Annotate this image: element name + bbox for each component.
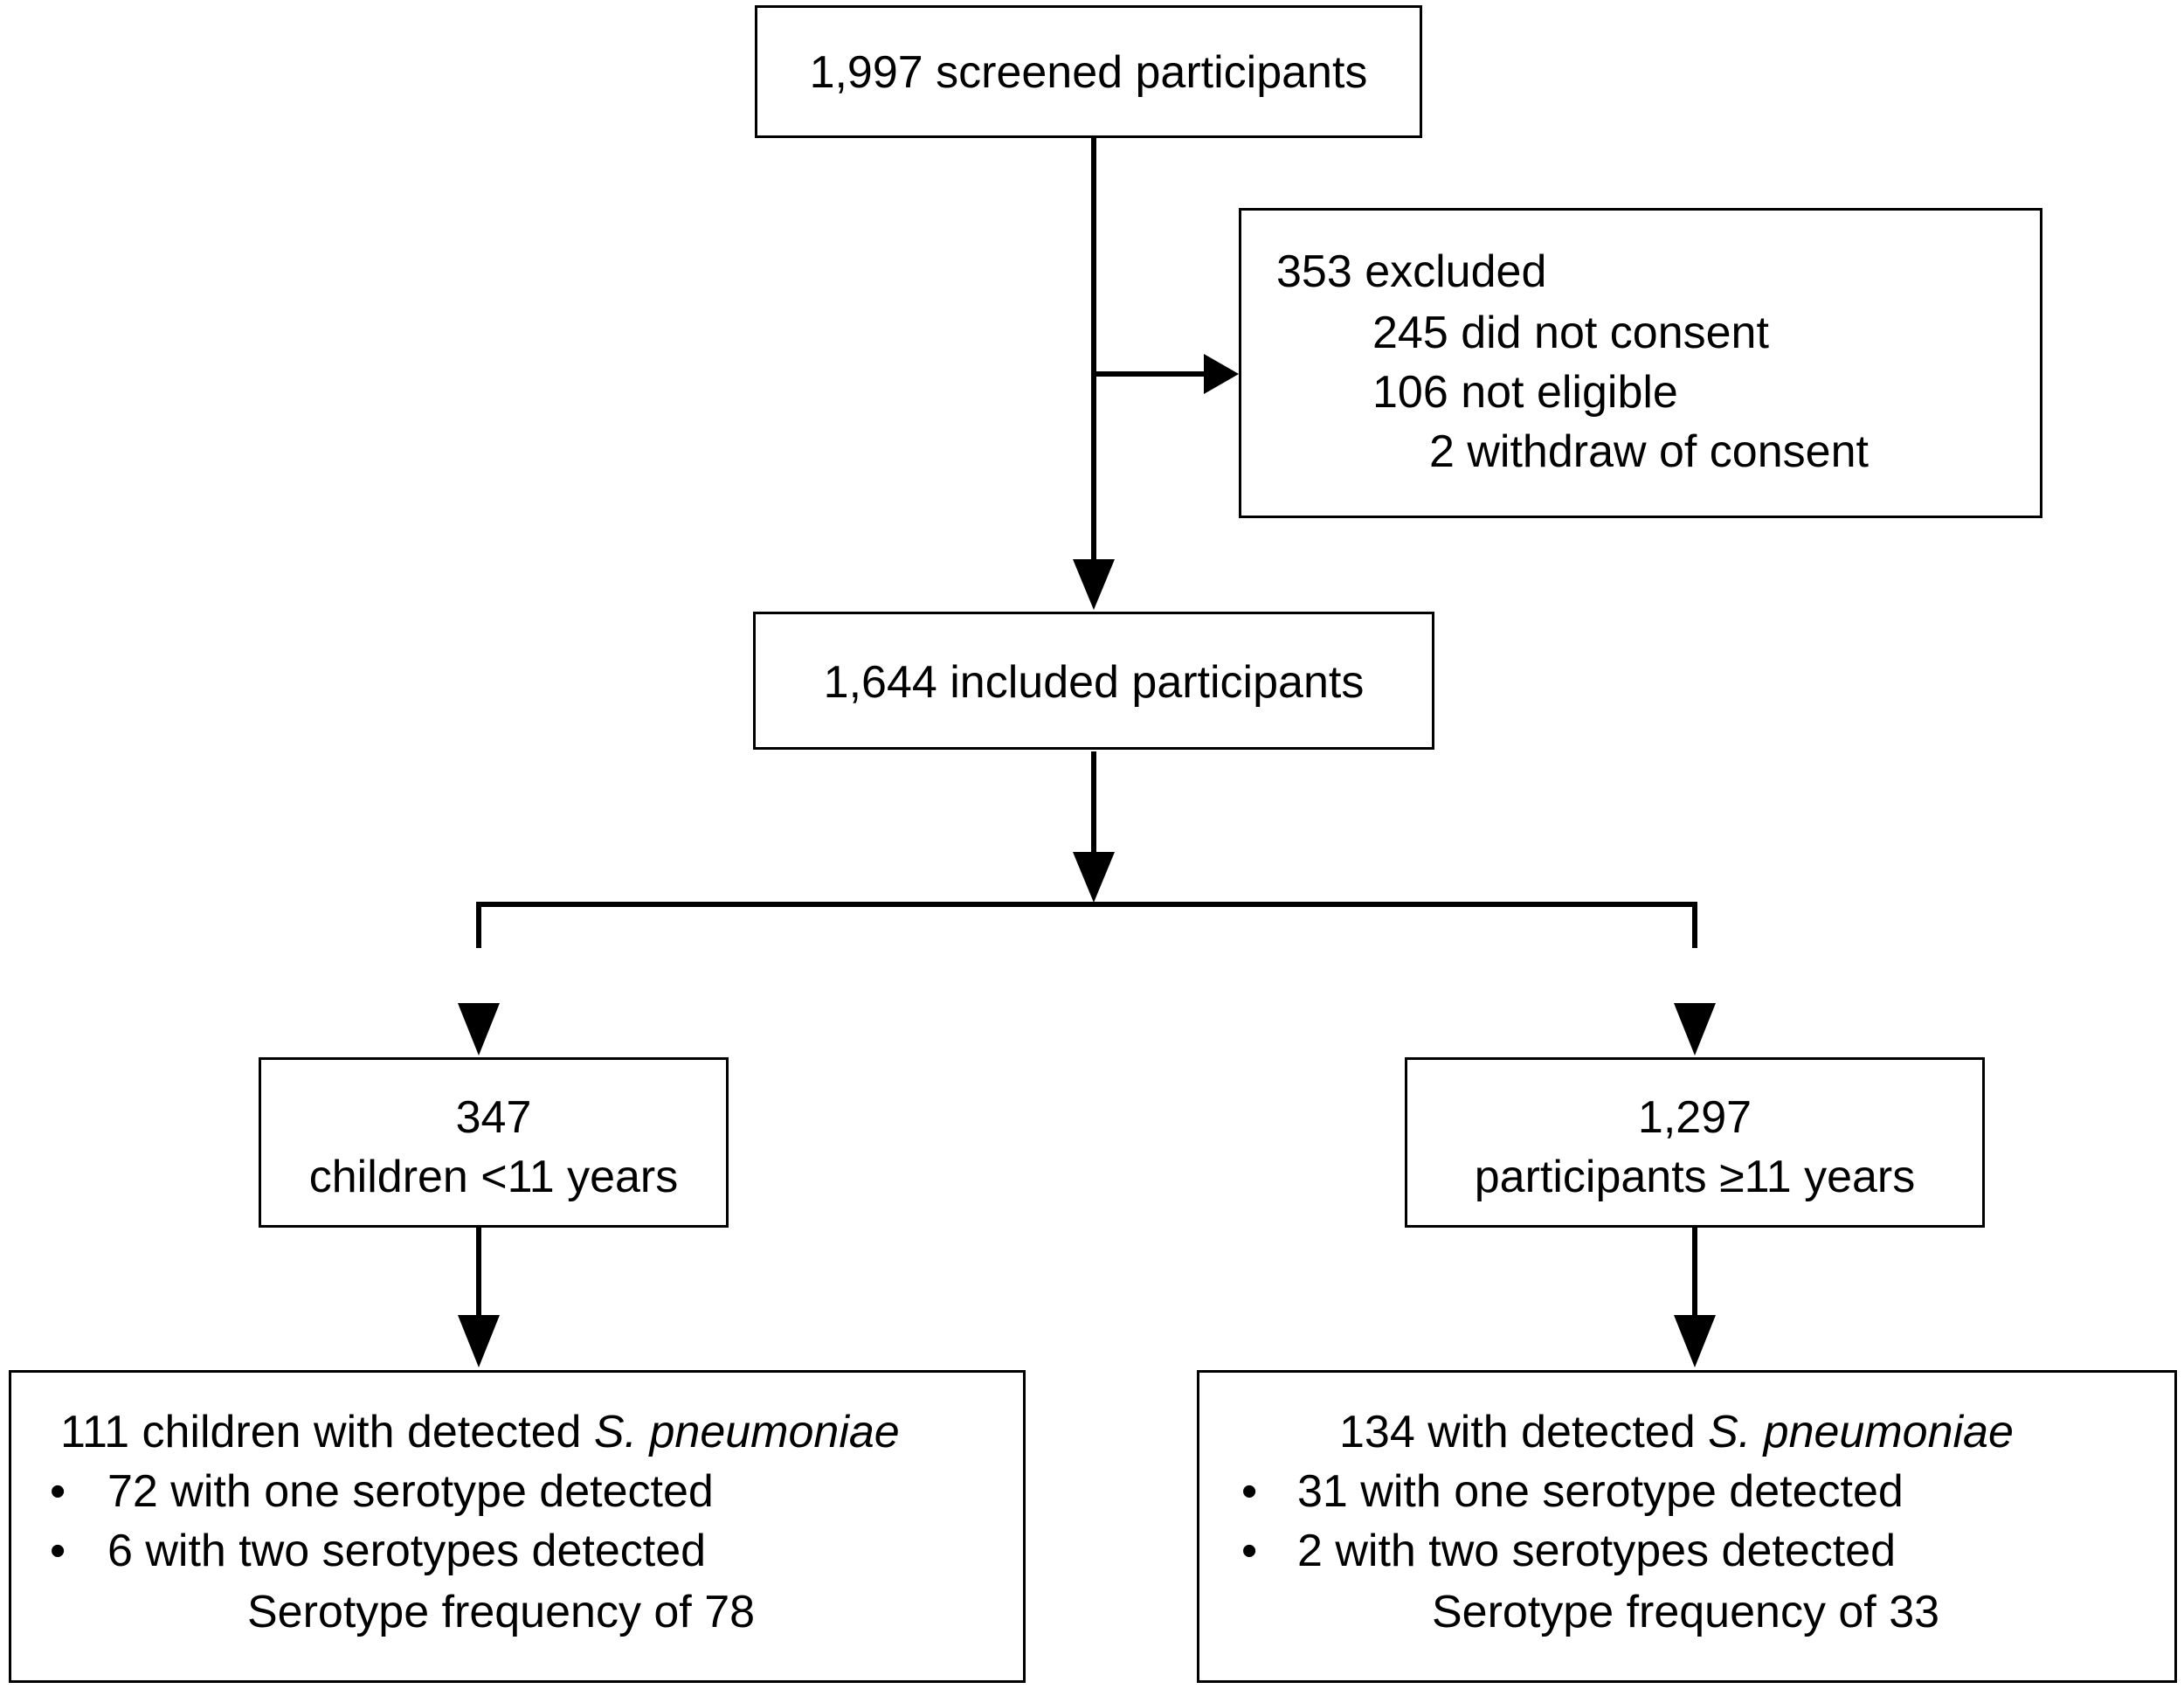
bullet-icon: •	[50, 1526, 66, 1576]
older-result-title: 134 with detected S. pneumoniae	[1339, 1406, 2014, 1458]
arrowhead-included	[1073, 559, 1115, 610]
arrowhead-children-result	[458, 1315, 500, 1367]
older-result-title-prefix: 134 with detected	[1339, 1407, 1709, 1457]
older-result-bullet: 31 with one serotype detected	[1297, 1466, 1904, 1517]
screened-label: 1,997 screened participants	[809, 47, 1368, 98]
older-result-frequency: Serotype frequency of 33	[1432, 1587, 1940, 1637]
arrowhead-older-result	[1674, 1315, 1716, 1367]
excluded-reason: 2 withdraw of consent	[1429, 426, 1869, 477]
children-label: children <11 years	[308, 1152, 679, 1202]
bullet-icon: •	[1241, 1466, 1258, 1517]
arrowhead-split	[1073, 852, 1115, 903]
older-box: 1,297 participants ≥11 years	[1405, 1057, 1985, 1228]
included-box: 1,644 included participants	[753, 612, 1434, 750]
excluded-title: 353 excluded	[1276, 246, 1547, 297]
screened-box: 1,997 screened participants	[755, 5, 1422, 138]
included-label: 1,644 included participants	[823, 657, 1365, 708]
children-result-title-prefix: 111 children with detected	[60, 1407, 594, 1457]
older-label: participants ≥11 years	[1474, 1152, 1916, 1202]
arrowhead-older	[1674, 1003, 1716, 1056]
children-result-box: 111 children with detected S. pneumoniae…	[9, 1370, 1026, 1683]
connector-split	[476, 902, 1697, 948]
children-result-bullet: 72 with one serotype detected	[107, 1466, 714, 1517]
bullet-icon: •	[50, 1466, 66, 1517]
bullet-icon: •	[1241, 1526, 1258, 1576]
children-count: 347	[455, 1092, 532, 1143]
arrowhead-children	[458, 1003, 500, 1056]
older-result-box: 134 with detected S. pneumoniae • 31 wit…	[1197, 1370, 2177, 1683]
children-result-bullet: 6 with two serotypes detected	[107, 1526, 707, 1576]
older-count: 1,297	[1637, 1092, 1752, 1143]
excluded-reason: 245 did not consent	[1372, 308, 1769, 358]
excluded-reason: 106 not eligible	[1372, 367, 1678, 418]
arrowhead-excluded	[1204, 354, 1239, 394]
children-result-organism: S. pneumoniae	[593, 1407, 900, 1457]
excluded-box: 353 excluded 245 did not consent 106 not…	[1239, 208, 2042, 518]
children-result-frequency: Serotype frequency of 78	[247, 1587, 756, 1637]
children-box: 347 children <11 years	[259, 1057, 729, 1228]
older-result-bullet: 2 with two serotypes detected	[1297, 1526, 1897, 1576]
children-result-title: 111 children with detected S. pneumoniae	[60, 1406, 900, 1458]
older-result-organism: S. pneumoniae	[1708, 1407, 2014, 1457]
